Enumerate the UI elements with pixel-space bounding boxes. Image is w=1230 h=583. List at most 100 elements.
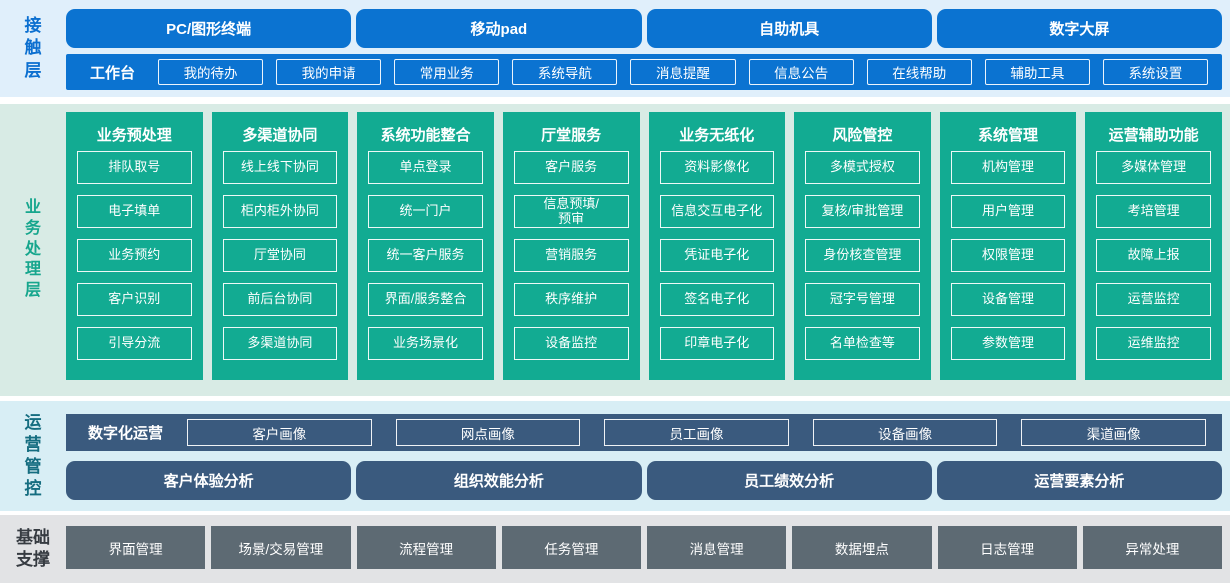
column-item: 运维监控 xyxy=(1096,327,1211,360)
column-item: 多渠道协同 xyxy=(222,327,338,360)
column-ops-aux: 运营辅助功能 多媒体管理 考培管理 故障上报 运营监控 运维监控 xyxy=(1085,112,1222,380)
column-business-preprocess: 业务预处理 排队取号 电子填单 业务预约 客户识别 引导分流 xyxy=(66,112,203,380)
column-item: 用户管理 xyxy=(950,195,1066,228)
digital-ops-label: 数字化运营 xyxy=(88,425,164,442)
channel-box: 移动pad xyxy=(356,9,642,48)
contact-layer-gutter: 接触层 xyxy=(0,0,66,97)
column-item: 客户服务 xyxy=(513,151,629,184)
column-title: 系统功能整合 xyxy=(380,127,471,144)
analysis-box: 客户体验分析 xyxy=(66,461,352,500)
column-hall-service: 厅堂服务 客户服务 信息预填/ 预审 营销服务 秩序维护 设备监控 xyxy=(502,112,640,380)
contact-layer-label: 接触层 xyxy=(24,16,42,80)
workbench-bar: 工作台 我的待办 我的申请 常用业务 系统导航 消息提醒 信息公告 在线帮助 辅… xyxy=(66,54,1222,90)
column-item: 线上线下协同 xyxy=(222,151,338,184)
column-item: 信息预填/ 预审 xyxy=(513,195,629,228)
base-layer: 基础支撑 界面管理 场景/交易管理 流程管理 任务管理 消息管理 数据埋点 日志… xyxy=(0,515,1230,583)
column-item: 签名电子化 xyxy=(659,283,775,316)
base-item: 场景/交易管理 xyxy=(211,526,351,569)
column-item: 复核/审批管理 xyxy=(805,195,920,228)
base-item: 任务管理 xyxy=(501,526,641,569)
column-item: 多媒体管理 xyxy=(1096,151,1211,184)
column-item: 身份核查管理 xyxy=(805,239,920,272)
analysis-box: 员工绩效分析 xyxy=(646,461,932,500)
channel-box: 自助机具 xyxy=(646,9,932,48)
analysis-box: 运营要素分析 xyxy=(936,461,1222,500)
column-item: 客户识别 xyxy=(77,283,192,316)
column-item: 多模式授权 xyxy=(805,151,920,184)
column-item: 设备监控 xyxy=(513,327,629,360)
column-paperless: 业务无纸化 资料影像化 信息交互电子化 凭证电子化 签名电子化 印章电子化 xyxy=(648,112,786,380)
workbench-item: 我的申请 xyxy=(276,59,382,85)
ops-layer: 运营管控 数字化运营 客户画像 网点画像 员工画像 设备画像 渠道画像 客户体验… xyxy=(0,401,1230,511)
workbench-item: 信息公告 xyxy=(748,59,854,85)
workbench-item: 常用业务 xyxy=(394,59,500,85)
base-row: 界面管理 场景/交易管理 流程管理 任务管理 消息管理 数据埋点 日志管理 异常… xyxy=(66,526,1222,569)
base-layer-gutter: 基础支撑 xyxy=(0,515,66,583)
workbench-item: 系统导航 xyxy=(512,59,618,85)
column-item: 业务预约 xyxy=(77,239,192,272)
column-system-admin: 系统管理 机构管理 用户管理 权限管理 设备管理 参数管理 xyxy=(939,112,1077,380)
column-item: 统一客户服务 xyxy=(368,239,483,272)
base-item: 数据埋点 xyxy=(792,526,932,569)
base-item: 日志管理 xyxy=(937,526,1077,569)
portrait-item: 设备画像 xyxy=(812,419,998,446)
business-columns: 业务预处理 排队取号 电子填单 业务预约 客户识别 引导分流 多渠道协同 线上线… xyxy=(66,112,1222,380)
workbench-item: 我的待办 xyxy=(158,59,264,85)
workbench-item: 系统设置 xyxy=(1102,59,1208,85)
column-item: 业务场景化 xyxy=(368,327,483,360)
channel-box: PC/图形终端 xyxy=(66,9,352,48)
column-item: 名单检查等 xyxy=(805,327,920,360)
column-system-integration: 系统功能整合 单点登录 统一门户 统一客户服务 界面/服务整合 业务场景化 xyxy=(357,112,494,380)
column-title: 业务预处理 xyxy=(96,127,172,144)
column-item: 统一门户 xyxy=(368,195,483,228)
column-item: 引导分流 xyxy=(77,327,192,360)
column-item: 权限管理 xyxy=(950,239,1066,272)
channel-box: 数字大屏 xyxy=(936,9,1222,48)
column-item: 考培管理 xyxy=(1096,195,1211,228)
column-item: 电子填单 xyxy=(77,195,192,228)
column-item: 单点登录 xyxy=(368,151,483,184)
portrait-item: 员工画像 xyxy=(604,419,789,446)
column-item: 界面/服务整合 xyxy=(368,283,483,316)
column-title: 厅堂服务 xyxy=(541,127,602,144)
column-title: 业务无纸化 xyxy=(679,127,755,144)
digital-ops-bar: 数字化运营 客户画像 网点画像 员工画像 设备画像 渠道画像 xyxy=(66,414,1222,451)
base-item: 异常处理 xyxy=(1082,526,1222,569)
column-title: 风险管控 xyxy=(832,127,893,144)
layer-divider xyxy=(0,97,1230,104)
column-item: 运营监控 xyxy=(1096,283,1211,316)
portrait-item: 客户画像 xyxy=(187,419,372,446)
contact-layer-content: PC/图形终端 移动pad 自助机具 数字大屏 工作台 我的待办 我的申请 常用… xyxy=(66,0,1230,97)
channel-row: PC/图形终端 移动pad 自助机具 数字大屏 xyxy=(66,9,1222,48)
column-item: 排队取号 xyxy=(77,151,192,184)
column-item: 设备管理 xyxy=(950,283,1066,316)
base-item: 界面管理 xyxy=(66,526,206,569)
business-layer: 业务处理层 业务预处理 排队取号 电子填单 业务预约 客户识别 引导分流 多渠道… xyxy=(0,104,1230,396)
base-layer-content: 界面管理 场景/交易管理 流程管理 任务管理 消息管理 数据埋点 日志管理 异常… xyxy=(66,515,1230,583)
column-item: 故障上报 xyxy=(1096,239,1211,272)
column-item: 前后台协同 xyxy=(222,283,338,316)
column-item: 凭证电子化 xyxy=(659,239,775,272)
portrait-item: 网点画像 xyxy=(395,419,581,446)
column-multichannel: 多渠道协同 线上线下协同 柜内柜外协同 厅堂协同 前后台协同 多渠道协同 xyxy=(211,112,349,380)
workbench-item: 在线帮助 xyxy=(866,59,972,85)
business-layer-gutter: 业务处理层 xyxy=(0,104,66,396)
base-item: 消息管理 xyxy=(647,526,787,569)
column-title: 系统管理 xyxy=(978,127,1039,144)
column-item: 秩序维护 xyxy=(513,283,629,316)
layer-divider xyxy=(0,396,1230,401)
workbench-item: 消息提醒 xyxy=(630,59,736,85)
column-item: 柜内柜外协同 xyxy=(222,195,338,228)
column-item: 冠字号管理 xyxy=(805,283,920,316)
column-item: 参数管理 xyxy=(950,327,1066,360)
column-item: 印章电子化 xyxy=(659,327,775,360)
analysis-box: 组织效能分析 xyxy=(356,461,642,500)
ops-layer-label: 运营管控 xyxy=(24,412,42,499)
column-item: 营销服务 xyxy=(513,239,629,272)
column-risk-control: 风险管控 多模式授权 复核/审批管理 身份核查管理 冠字号管理 名单检查等 xyxy=(794,112,931,380)
column-title: 运营辅助功能 xyxy=(1108,127,1199,144)
column-item: 信息交互电子化 xyxy=(659,195,775,228)
business-layer-content: 业务预处理 排队取号 电子填单 业务预约 客户识别 引导分流 多渠道协同 线上线… xyxy=(66,104,1230,396)
column-item: 机构管理 xyxy=(950,151,1066,184)
